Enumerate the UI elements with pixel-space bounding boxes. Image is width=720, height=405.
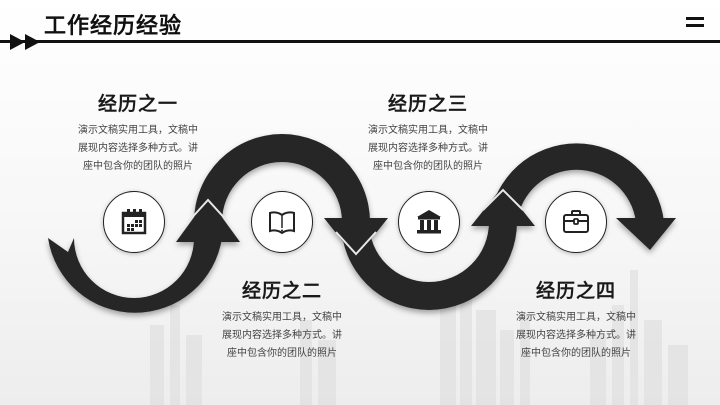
step-3-description: 演示文稿实用工具，文稿中 展现内容选择多种方式。讲 座中包含你的团队的照片 bbox=[368, 125, 488, 172]
double-arrow-right-icon bbox=[10, 34, 40, 50]
step-1-description: 演示文稿实用工具，文稿中 展现内容选择多种方式。讲 座中包含你的团队的照片 bbox=[78, 125, 198, 172]
book-icon bbox=[269, 211, 295, 235]
city-skyline-background bbox=[150, 270, 688, 405]
step-2-text-block: 经历之二 演示文稿实用工具，文稿中 展现内容选择多种方式。讲 座中包含你的团队的… bbox=[212, 276, 352, 363]
step-4-text-block: 经历之四 演示文稿实用工具，文稿中 展现内容选择多种方式。讲 座中包含你的团队的… bbox=[506, 276, 646, 363]
step-4-description: 演示文稿实用工具，文稿中 展现内容选择多种方式。讲 座中包含你的团队的照片 bbox=[516, 312, 636, 359]
bank-icon bbox=[417, 210, 441, 234]
step-2-title: 经历之二 bbox=[241, 280, 322, 302]
step-2-description: 演示文稿实用工具，文稿中 展现内容选择多种方式。讲 座中包含你的团队的照片 bbox=[222, 312, 342, 359]
briefcase-icon bbox=[563, 210, 589, 233]
header-divider bbox=[0, 40, 720, 43]
step-3-icon-circle bbox=[398, 191, 460, 253]
step-3-text-block: 经历之三 演示文稿实用工具，文稿中 展现内容选择多种方式。讲 座中包含你的团队的… bbox=[358, 89, 498, 176]
calendar-icon bbox=[121, 209, 147, 235]
step-4-icon-circle bbox=[545, 191, 607, 253]
step-1-text-block: 经历之一 演示文稿实用工具，文稿中 展现内容选择多种方式。讲 座中包含你的团队的… bbox=[68, 89, 208, 176]
step-1-icon-circle bbox=[103, 191, 165, 253]
step-3-title: 经历之三 bbox=[387, 93, 468, 115]
step-1-title: 经历之一 bbox=[97, 93, 178, 115]
page-title: 工作经历经验 bbox=[44, 14, 183, 39]
step-4-title: 经历之四 bbox=[535, 280, 616, 302]
menu-icon[interactable] bbox=[686, 17, 704, 30]
step-2-icon-circle bbox=[251, 191, 313, 253]
